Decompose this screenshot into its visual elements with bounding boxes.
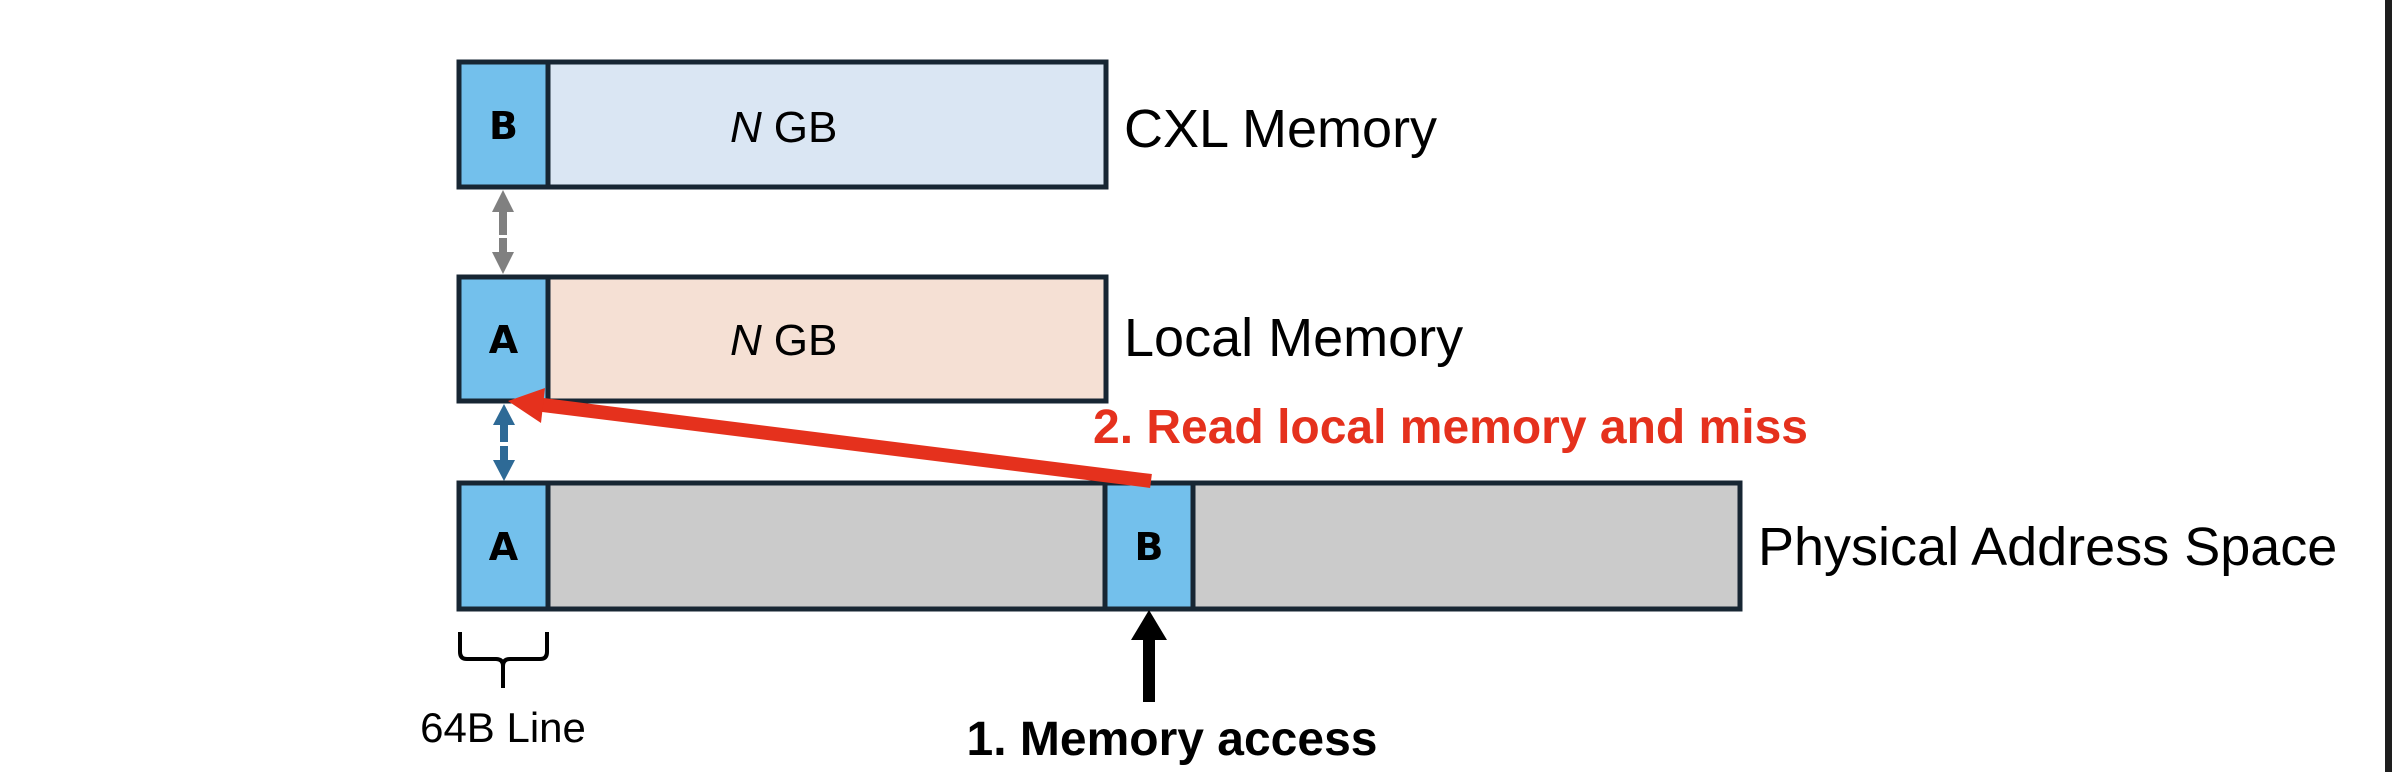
blue-arrow-down-shaft xyxy=(500,446,508,462)
physical-cache-line-a xyxy=(456,480,551,612)
step2-arrow-head xyxy=(508,388,545,423)
step1-arrow xyxy=(1131,610,1167,702)
local-memory-block xyxy=(456,274,1109,404)
physical-cell-a-label: A xyxy=(489,525,519,569)
cxl-size-n: N xyxy=(730,103,762,152)
cache-line-size-label: 64B Line xyxy=(420,704,586,751)
cxl-memory-label: CXL Memory xyxy=(1124,99,1437,159)
cxl-cell-label: B xyxy=(489,104,518,148)
cxl-memory-block xyxy=(456,59,1109,190)
swap-arrow-down-head xyxy=(492,252,514,274)
physical-cache-line-b xyxy=(1102,480,1196,612)
swap-arrow-down-shaft xyxy=(499,238,507,258)
local-physical-swap-arrow xyxy=(493,404,515,481)
cache-line-brace xyxy=(458,632,549,688)
swap-arrow-up-shaft xyxy=(499,210,507,235)
physical-address-row: A B Physical Address Space xyxy=(456,480,2337,612)
local-size-n: N xyxy=(730,316,762,365)
cxl-cache-line-b xyxy=(456,59,551,190)
step1-label: 1. Memory access xyxy=(967,713,1378,766)
blue-arrow-up-shaft xyxy=(500,423,508,442)
blue-arrow-down-head xyxy=(493,460,515,481)
step1-arrow-head xyxy=(1131,610,1167,640)
local-memory-label: Local Memory xyxy=(1124,308,1463,368)
step2-arrow xyxy=(508,388,1152,488)
local-size-unit: GB xyxy=(774,316,838,365)
step2-arrow-shaft xyxy=(534,397,1152,488)
step1-arrow-shaft xyxy=(1143,638,1155,702)
window-edge-bar xyxy=(2385,0,2392,772)
swap-arrow-up-head xyxy=(492,190,514,212)
physical-cell-b-label: B xyxy=(1135,525,1164,569)
cxl-local-swap-arrow xyxy=(492,190,514,274)
local-cell-label: A xyxy=(489,318,519,362)
physical-address-label: Physical Address Space xyxy=(1758,517,2337,577)
local-cache-line-a xyxy=(456,274,551,404)
blue-arrow-up-head xyxy=(493,404,515,425)
cxl-size-unit: GB xyxy=(774,103,838,152)
physical-address-block xyxy=(456,480,1743,612)
step2-label: 2. Read local memory and miss xyxy=(1093,401,1808,454)
